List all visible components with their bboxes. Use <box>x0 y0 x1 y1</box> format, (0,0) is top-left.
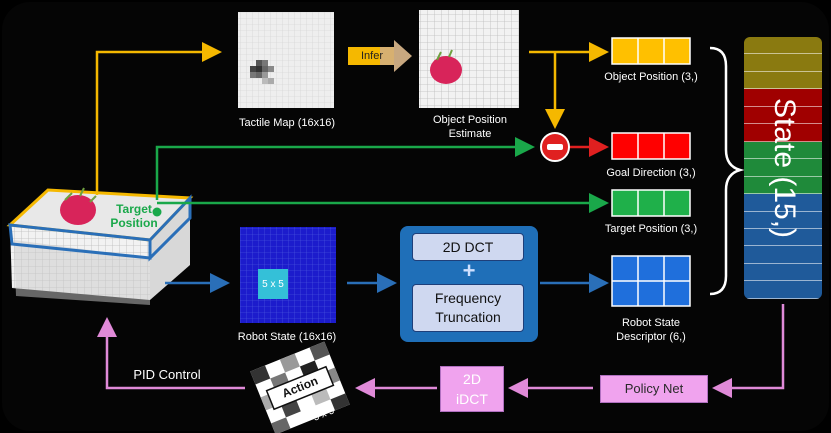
target-position-photo-label-2: Position <box>110 216 158 230</box>
action-grid <box>250 341 350 433</box>
state-vector <box>744 37 822 299</box>
state-stripe <box>744 71 822 90</box>
five-by-five-label: 5 x 5 <box>262 279 284 290</box>
brace <box>709 46 745 296</box>
truncation-label: Truncation <box>435 309 501 325</box>
state-stripe <box>744 54 822 72</box>
tactile-map <box>238 12 334 108</box>
policy-net-box: Policy Net <box>600 375 708 403</box>
dct-2d-box: 2D DCT <box>412 233 524 261</box>
plus-icon: + <box>462 258 476 283</box>
state-stripe <box>744 37 822 55</box>
frequency-truncation-box: Frequency Truncation <box>412 284 524 332</box>
state-stripe <box>744 211 822 229</box>
state-stripe <box>744 89 822 107</box>
robot-state-descriptor-label-2: Descriptor (6,) <box>616 331 686 343</box>
goal-direction-label: Goal Direction (3,) <box>606 167 696 179</box>
infer-label: Infer <box>360 50 383 62</box>
pid-control-label: PID Control <box>133 367 201 382</box>
robot-state-label: Robot State (16x16) <box>237 331 337 343</box>
dct-panel: 2D DCT + Frequency Truncation <box>400 226 538 342</box>
robot-state-descriptor-label-1: Robot State <box>621 317 681 329</box>
object-position-estimate-label-1: Object Position <box>433 114 507 126</box>
target-position-photo-label-1: Target <box>116 202 152 216</box>
target-position-label: Target Position (3,) <box>604 223 698 235</box>
state-label-svg: State (15,) <box>768 98 801 238</box>
state-stripe <box>744 106 822 125</box>
object-estimate-image <box>419 10 519 108</box>
object-position-label: Object Position (3,) <box>604 71 698 83</box>
tactile-map-label: Tactile Map (16x16) <box>239 117 335 129</box>
state-stripe <box>744 124 822 142</box>
state-stripe <box>744 159 822 177</box>
state-stripe <box>744 228 822 247</box>
goal-direction-vector <box>611 132 691 160</box>
idct-box: 2D iDCT <box>440 366 504 412</box>
state-stripe <box>744 176 822 195</box>
state-label: State (15,) <box>768 98 801 238</box>
state-stripe <box>744 281 822 299</box>
target-position-vector <box>611 189 691 217</box>
infer-arrow <box>348 40 412 72</box>
robot-state-descriptor-vector <box>611 255 691 307</box>
idct-label-1: 2D <box>463 371 481 387</box>
state-stripe <box>744 141 822 160</box>
state-stripe <box>744 194 822 212</box>
state-stripe <box>744 263 822 282</box>
state-stripe <box>744 246 822 264</box>
object-position-estimate-label-2: Estimate <box>448 128 492 140</box>
robot-photo <box>6 187 194 305</box>
object-position-vector <box>611 37 691 65</box>
frequency-label: Frequency <box>434 290 502 306</box>
idct-label-2: iDCT <box>456 391 488 407</box>
robot-state-map <box>240 227 336 323</box>
